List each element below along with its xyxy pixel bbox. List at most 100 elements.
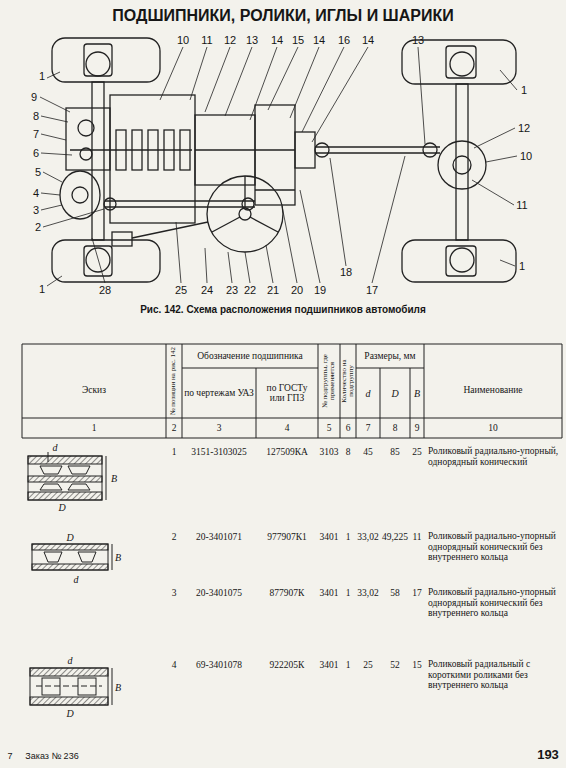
chassis — [40, 38, 517, 286]
table-rule — [182, 368, 318, 369]
bearing-sketch — [32, 544, 108, 570]
table-cell: 33,02 — [357, 588, 378, 598]
table-cell: 2 — [172, 423, 177, 433]
engine — [66, 108, 110, 170]
callout-number: 18 — [340, 266, 352, 278]
table-cell: 3401 — [320, 660, 339, 670]
wheel — [84, 44, 112, 76]
bearing-name: Роликовый радиально-упорный однорядный к… — [428, 587, 560, 619]
dimension-letter: D — [391, 388, 398, 399]
table-cell: 3103 — [320, 447, 339, 457]
table-cell: 20-3401075 — [196, 588, 242, 598]
propeller-shaft — [315, 146, 440, 147]
wheel — [446, 46, 476, 78]
table-rule — [256, 368, 257, 438]
propeller-shaft — [105, 206, 255, 207]
table-cell: Наименование — [426, 385, 560, 395]
table-cell: 3401 — [320, 588, 339, 598]
table-cell: 33,02 — [357, 532, 378, 542]
dimension-letter: d — [68, 655, 73, 666]
table-cell: 3401 — [320, 532, 339, 542]
table-cell: 52 — [390, 660, 400, 670]
table-cell: 1 — [92, 423, 97, 433]
bearing-sketch — [30, 668, 108, 705]
table-cell: 49,225 — [382, 532, 408, 542]
dimension-letter: B — [115, 682, 121, 693]
table-rule — [182, 344, 183, 438]
callout-number: 12 — [224, 34, 236, 46]
table-cell: Обозначение подшипника — [184, 351, 316, 361]
bearing-sketch — [40, 484, 62, 490]
rear-axle — [456, 84, 468, 240]
table-rule — [562, 344, 563, 438]
bearing-name: Роликовый радиально-упорный однорядный к… — [428, 531, 560, 563]
table-cell: 922205К — [270, 660, 305, 670]
front-axle — [92, 82, 104, 240]
gearbox — [255, 149, 295, 150]
callout-number: 12 — [518, 122, 530, 134]
wheel — [52, 38, 160, 82]
propeller-shaft — [315, 152, 440, 153]
page-footer: Заказ № 236 — [25, 752, 78, 762]
callout-number: 14 — [271, 34, 283, 46]
callout-number: 16 — [338, 34, 350, 46]
wheel — [52, 240, 160, 282]
bearing-name: Роликовый радиально-упорный, однорядный … — [428, 446, 560, 467]
callout-number: 5 — [35, 166, 41, 178]
gearbox — [195, 149, 255, 150]
callout-number: 1 — [521, 84, 527, 96]
table-rule — [380, 368, 381, 438]
steering — [112, 232, 132, 246]
steering — [212, 217, 240, 232]
table-cell: 9 — [415, 423, 420, 433]
front-axle — [86, 52, 110, 76]
callout-number: 25 — [175, 284, 187, 296]
dimension-letter: D — [66, 532, 73, 543]
callout-number: 7 — [33, 128, 39, 140]
callout-number: 1 — [39, 70, 45, 82]
callout-number: 23 — [226, 284, 238, 296]
wheel — [446, 246, 476, 276]
table-rule — [356, 344, 357, 438]
rear-axle — [453, 156, 471, 174]
rear-axle — [450, 248, 474, 272]
table-cell: по ГОСТу или ГПЗ — [258, 383, 316, 404]
bearing-sketch — [36, 686, 102, 687]
propeller-shaft — [104, 198, 116, 210]
bearing-sketch — [44, 552, 62, 562]
callout-number: 4 — [33, 187, 39, 199]
leader-line — [40, 47, 517, 286]
table-rule — [318, 344, 319, 438]
bearing-sketch — [32, 564, 108, 570]
bearing-sketch — [40, 466, 62, 474]
wheel — [52, 38, 516, 282]
bearing-sketch — [28, 452, 112, 705]
callout-number: 9 — [31, 91, 37, 103]
table-cell: 11 — [412, 532, 421, 542]
table-cell: 2 — [172, 532, 177, 542]
table-rule — [166, 344, 167, 438]
dimension-letter: D — [66, 708, 73, 719]
callout-number: 24 — [201, 284, 213, 296]
table-cell: 15 — [412, 660, 422, 670]
rear-axle — [438, 52, 486, 272]
table-cell: Эскиз — [24, 385, 164, 395]
table-cell: по чертежам УАЗ — [184, 388, 254, 398]
front-axle — [72, 187, 88, 203]
table-cell: 4 — [172, 660, 177, 670]
table-header: № позиции на рис. 142 — [170, 346, 177, 416]
table-cell: 17 — [412, 588, 422, 598]
table-cell: 10 — [488, 423, 498, 433]
table-cell: Размеры, мм — [357, 351, 423, 361]
propeller-shaft — [105, 200, 255, 201]
callout-number: 11 — [201, 34, 212, 46]
page-footer: 193 — [537, 748, 559, 762]
engine — [66, 95, 195, 223]
bearing-sketch — [68, 484, 90, 490]
bearing-sketch — [28, 476, 102, 482]
callout-number: 13 — [412, 34, 424, 46]
bearing-sketch — [112, 668, 113, 705]
table-cell: 4 — [285, 423, 290, 433]
gearbox — [195, 105, 315, 205]
engine — [70, 149, 192, 150]
